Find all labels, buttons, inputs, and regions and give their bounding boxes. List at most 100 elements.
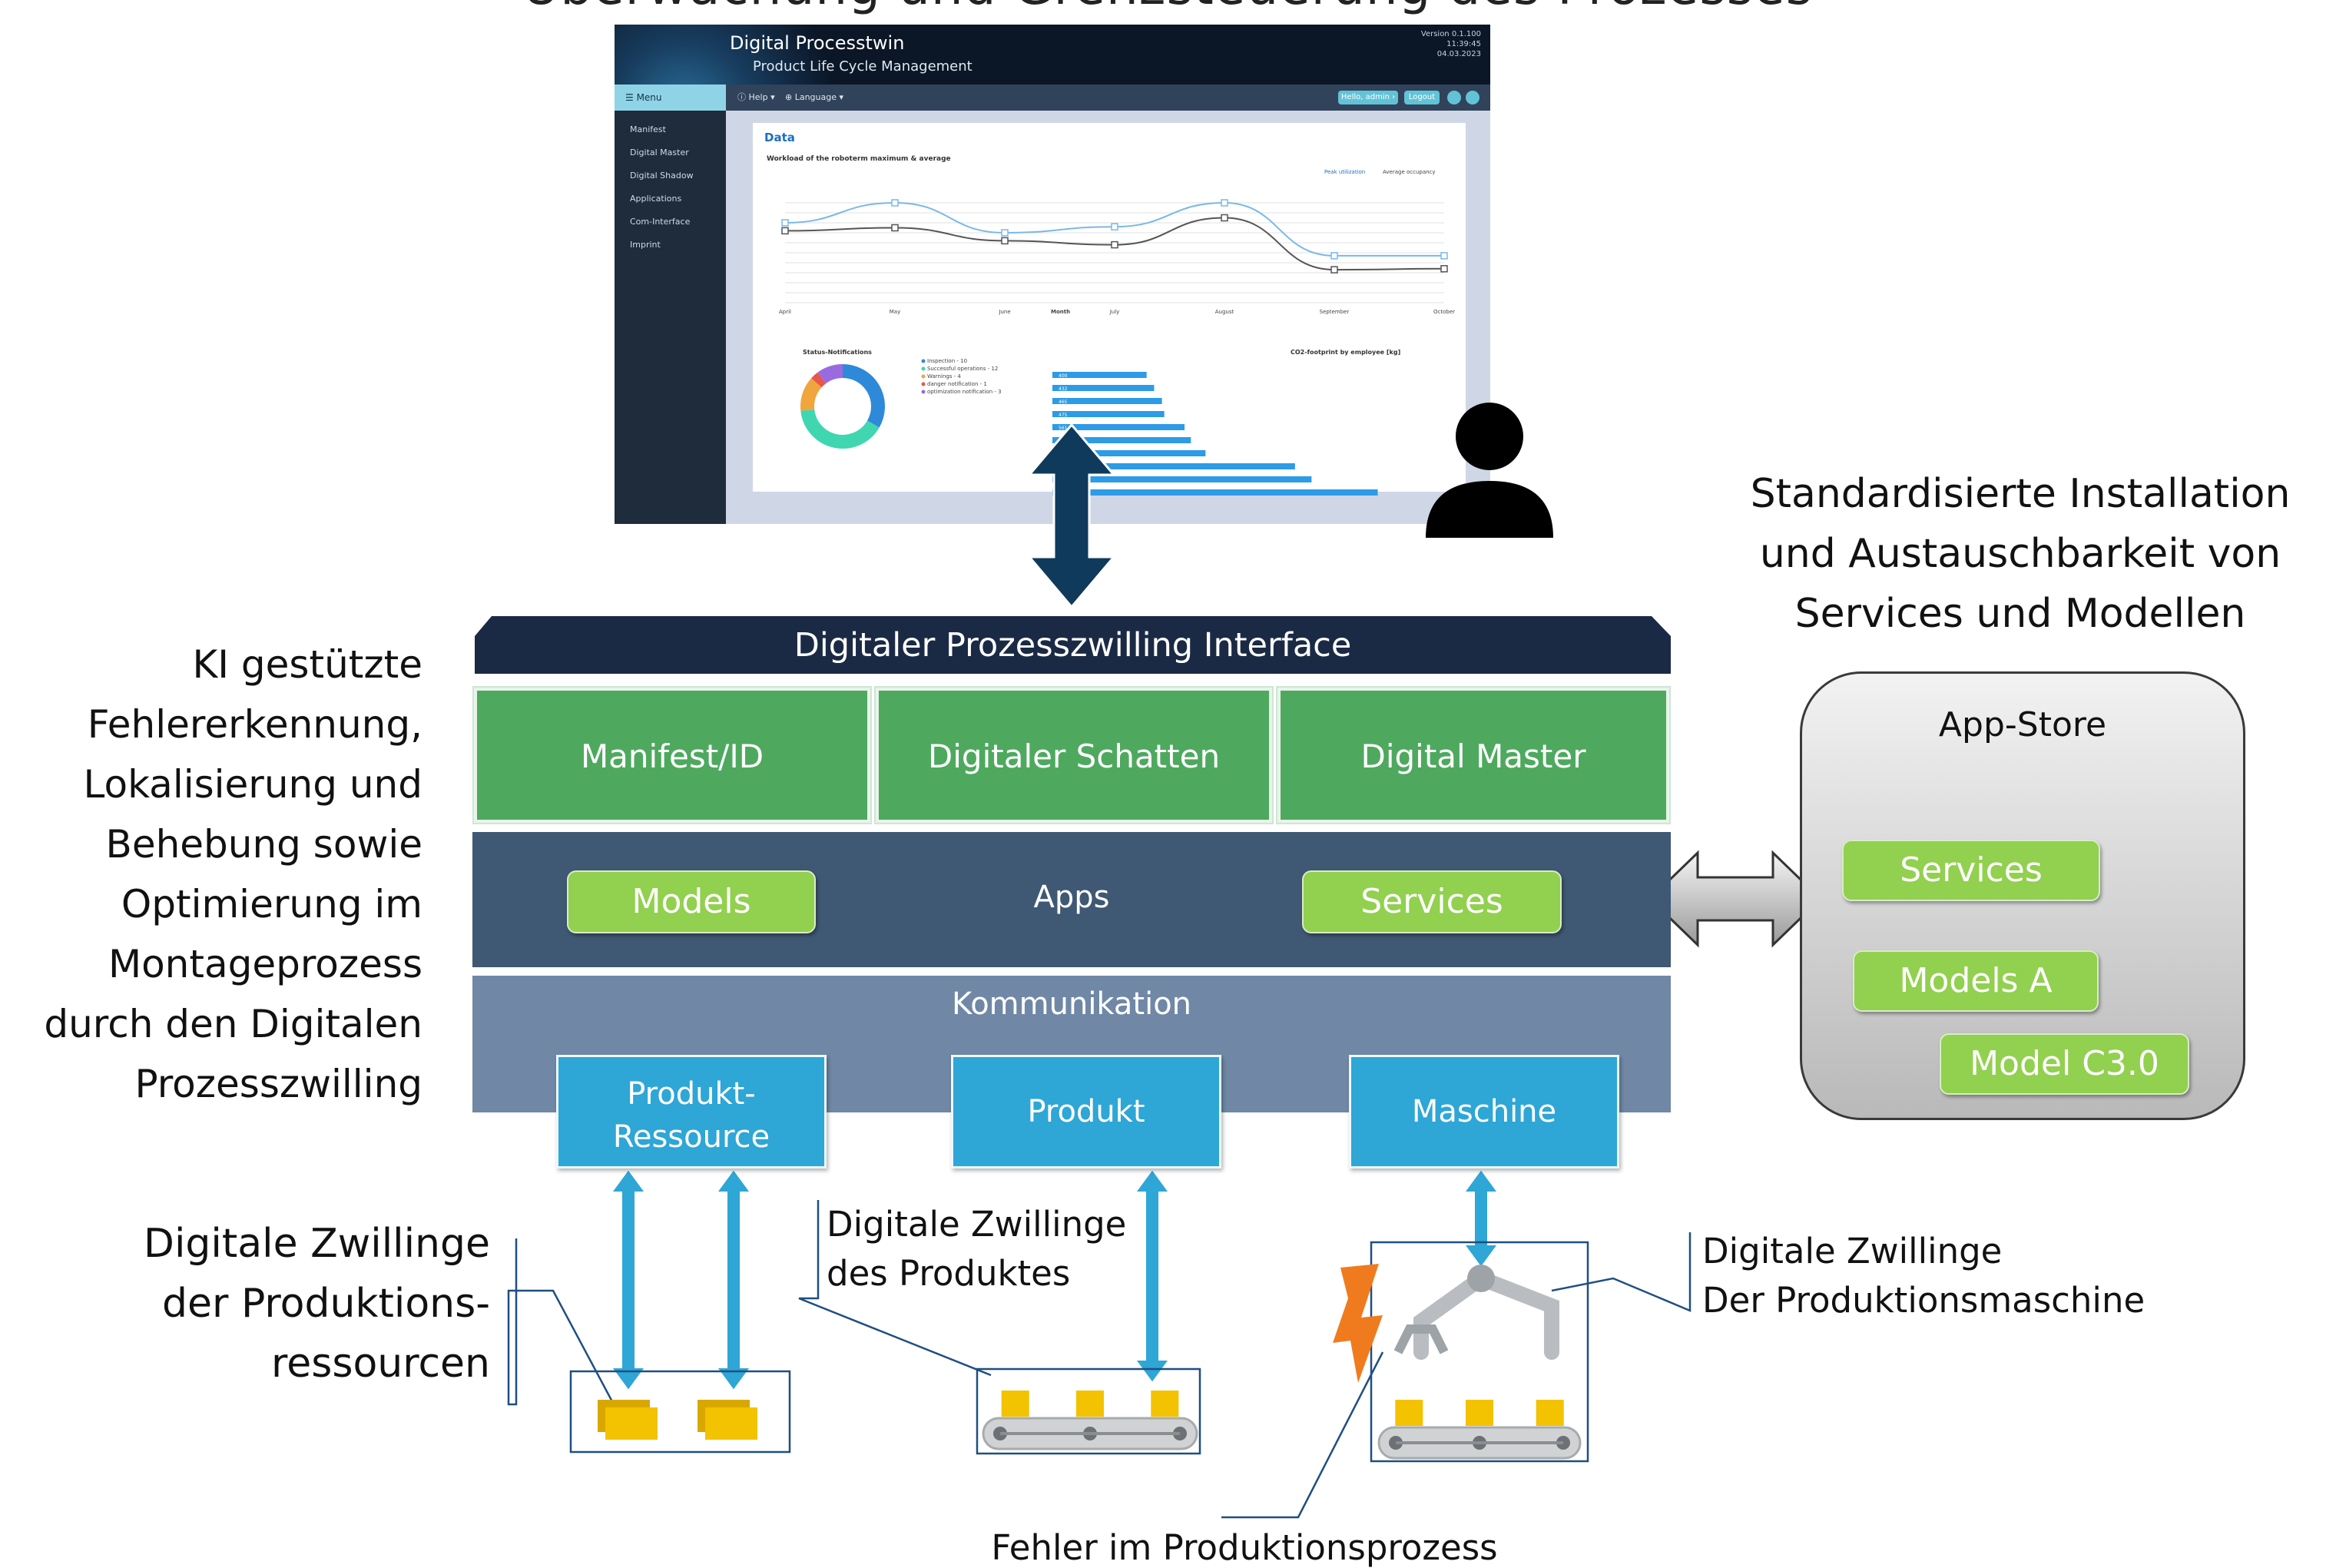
legend-swatch — [921, 359, 926, 363]
folder-icon — [598, 1400, 757, 1440]
donut-legend-1: Inspection - 10 — [927, 358, 968, 364]
package-box — [1395, 1400, 1423, 1426]
interface-label: Digitaler Prozesszwilling Interface — [794, 626, 1352, 665]
sidebar-item-applications[interactable]: Applications — [630, 194, 682, 204]
data-point — [1001, 229, 1009, 237]
line-chart-title: Workload of the roboterm maximum & avera… — [767, 155, 951, 163]
package-box — [1466, 1400, 1493, 1426]
data-point — [1440, 265, 1448, 273]
ressourcen-frame — [569, 1370, 791, 1454]
appstore-double-arrow — [1648, 850, 1823, 948]
package-box — [1076, 1391, 1104, 1417]
sidebar-item-imprint[interactable]: Imprint — [630, 240, 661, 250]
donut-legend-5: optimization notification - 3 — [927, 389, 1002, 395]
data-point — [891, 224, 899, 232]
callout-fehler — [1221, 1351, 1384, 1519]
data-point — [891, 199, 899, 207]
apps-label: Apps — [1033, 880, 1110, 915]
appstore-services-pill: Services — [1842, 840, 2100, 901]
bar — [1052, 411, 1165, 417]
user-button[interactable]: Hello, admin › — [1338, 91, 1398, 104]
bar — [1052, 450, 1206, 456]
date-line: 04.03.2023 — [1436, 50, 1481, 58]
help-menu[interactable]: ⓘ Help ▾ — [737, 92, 775, 102]
person-icon-body — [1426, 481, 1553, 538]
data-point — [1221, 199, 1228, 207]
robot-arm-icon — [1413, 1271, 1559, 1360]
x-tick-label: May — [890, 309, 900, 315]
sidebar-item-manifest[interactable]: Manifest — [630, 124, 666, 134]
legend-swatch — [921, 382, 926, 386]
right-line: und Austauschbarkeit von — [1759, 531, 2281, 577]
maschine-frame — [1370, 1241, 1589, 1463]
callout-lines — [507, 1200, 1692, 1519]
sidebar-item-digital-master[interactable]: Digital Master — [630, 148, 689, 157]
blue-double-arrow — [1463, 1168, 1499, 1269]
left-line: KI gestützte — [192, 642, 423, 687]
dz-ressourcen-label: Digitale Zwillinge der Produktions- ress… — [115, 1214, 490, 1394]
produkt-ressource-line1: Produkt- — [627, 1076, 756, 1112]
dashboard-app-subtitle: Product Life Cycle Management — [753, 58, 973, 75]
dz-ressourcen-line: der Produktions- — [162, 1281, 490, 1327]
robot-joint-icon — [1467, 1265, 1495, 1292]
language-menu[interactable]: ⊕ Language ▾ — [785, 92, 844, 102]
legend-swatch — [921, 374, 926, 379]
person-icon-head — [1456, 403, 1523, 470]
app-store-title: App-Store — [1938, 705, 2107, 744]
menu-button[interactable]: ☰ Menu — [615, 85, 726, 111]
left-line: Lokalisierung und — [83, 762, 422, 807]
sidebar-item-com-interface[interactable]: Com-Interface — [630, 217, 691, 227]
left-description: KI gestützte Fehlererkennung, Lokalisier… — [0, 635, 422, 1114]
globe-banner — [615, 25, 1045, 85]
dashboard-app-title: Digital Processtwin — [730, 32, 905, 54]
dz-produkt-line: des Produktes — [827, 1253, 1071, 1294]
maschine-box: Maschine — [1349, 1055, 1619, 1169]
data-point — [1330, 266, 1338, 273]
data-point — [1221, 214, 1228, 222]
settings-icon[interactable] — [1466, 91, 1479, 104]
pie-slice — [811, 372, 827, 388]
bar-value-label: 400 — [1059, 373, 1068, 379]
version-info: Version 0.1.100 11:39:45 04.03.2023 — [1421, 29, 1481, 59]
bar-value-label: 475 — [1059, 413, 1068, 418]
data-point — [781, 227, 789, 235]
callout-maschine — [1551, 1232, 1692, 1312]
pie-slice — [842, 364, 885, 428]
logout-button[interactable]: Logout — [1404, 91, 1440, 104]
left-line: Behebung sowie — [105, 822, 422, 867]
models-pill: Models — [567, 870, 816, 933]
dz-ressourcen-line: ressourcen — [271, 1341, 490, 1387]
package-box — [1001, 1391, 1029, 1417]
x-tick-label: June — [998, 309, 1010, 315]
kommunikation-label: Kommunikation — [951, 986, 1192, 1022]
bar — [1052, 372, 1147, 378]
data-point — [781, 219, 789, 227]
legend-peak: Peak utilization — [1324, 169, 1366, 175]
bar-value-label: 561 — [1059, 426, 1068, 431]
sidebar-item-digital-shadow[interactable]: Digital Shadow — [630, 171, 694, 181]
legend-swatch — [921, 390, 926, 394]
left-line: Montageprozess — [108, 942, 422, 986]
refresh-icon[interactable] — [1447, 91, 1461, 104]
x-tick-label: April — [779, 309, 791, 315]
data-point — [1330, 252, 1338, 260]
blue-double-arrow — [610, 1168, 647, 1392]
lightning-icon — [1333, 1264, 1383, 1383]
folder-front — [605, 1407, 658, 1440]
bar-chart-title: CO2-footprint by employee [kg] — [1291, 349, 1401, 356]
fehler-label: Fehler im Produktionsprozess — [991, 1527, 1498, 1568]
callout-produkt — [798, 1200, 992, 1377]
left-line: durch den Digitalen — [44, 1002, 422, 1046]
blue-double-arrow — [715, 1168, 752, 1392]
right-line: Services und Modellen — [1794, 591, 2246, 637]
time-line: 11:39:45 — [1446, 40, 1481, 48]
bar — [1052, 476, 1312, 482]
card-title: Data — [764, 131, 795, 144]
pie-slice — [800, 409, 880, 449]
legend-average: Average occupancy — [1383, 169, 1436, 175]
dashboard-sidebar — [615, 111, 726, 524]
produkt-ressource-box: Produkt- Ressource — [556, 1055, 827, 1169]
bar — [1052, 385, 1155, 391]
x-tick-label: July — [1109, 309, 1120, 315]
folder-front — [705, 1407, 757, 1440]
